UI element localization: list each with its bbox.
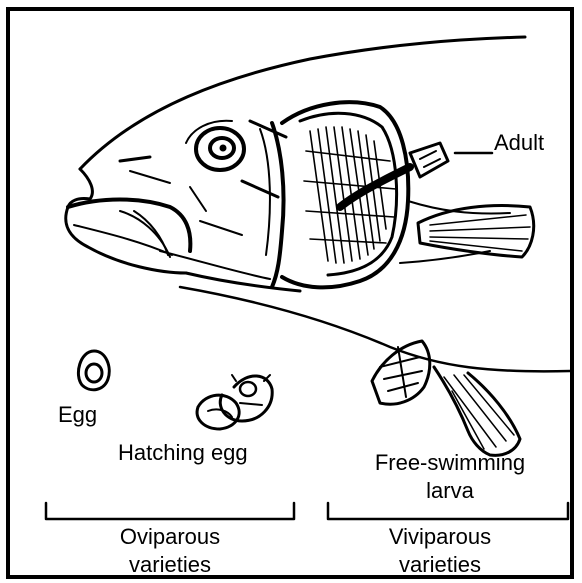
fish-fin-illustration — [180, 287, 570, 455]
larva-icon — [372, 341, 430, 404]
hatching-egg-label: Hatching egg — [118, 441, 248, 465]
viviparous-label-line2: varieties — [340, 553, 540, 577]
oviparous-label: Oviparous varieties — [70, 525, 270, 577]
egg-label: Egg — [58, 403, 97, 427]
larva-label-line2: larva — [342, 479, 558, 503]
larva-label-line1: Free-swimming — [342, 451, 558, 475]
adult-label: Adult — [494, 131, 544, 155]
fish-head-illustration — [66, 37, 525, 291]
diagram-frame: Adult Egg Hatching egg Free-swimming lar… — [6, 7, 574, 579]
viviparous-label-line1: Viviparous — [340, 525, 540, 549]
viviparous-label: Viviparous varieties — [340, 525, 540, 577]
viviparous-bracket — [328, 503, 568, 519]
larva-label: Free-swimming larva — [342, 451, 558, 503]
hatching-egg-icon — [197, 375, 272, 429]
egg-icon — [78, 351, 109, 390]
oviparous-label-line2: varieties — [70, 553, 270, 577]
oviparous-label-line1: Oviparous — [70, 525, 270, 549]
oviparous-bracket — [46, 503, 294, 519]
